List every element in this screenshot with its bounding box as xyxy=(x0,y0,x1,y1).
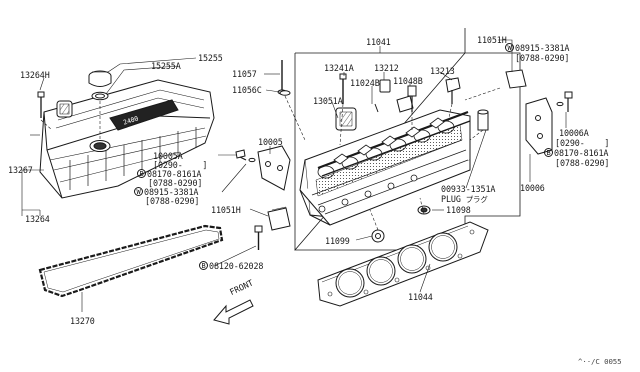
part-label-08170-left-range: [0788-0290] xyxy=(148,178,203,188)
cylinder-head xyxy=(299,107,471,226)
part-label-08170-right-range: [0788-0290] xyxy=(555,158,610,168)
part-label-13264: 13264 xyxy=(25,214,50,224)
washer-w-circle-icon: W xyxy=(505,43,514,52)
bolt-b-circle-icon: B xyxy=(544,148,553,157)
part-label-08915-right-range: [0788-0290] xyxy=(515,53,570,63)
head-small-parts xyxy=(339,73,501,243)
diagram-code: ^··/C 0055 xyxy=(578,357,622,366)
part-label-11044: 11044 xyxy=(408,292,433,302)
right-small-parts xyxy=(505,69,573,155)
part-label-11099: 11099 xyxy=(325,236,350,246)
part-label-10005: 10005 xyxy=(258,137,283,147)
cylinder-head-frame xyxy=(294,28,521,251)
part-label-13264h: 13264H xyxy=(20,70,50,80)
part-number-08170-right: 08170-8161A xyxy=(554,148,609,158)
part-number-08120: 08120-62028 xyxy=(209,261,264,271)
part-label-13267: 13267 xyxy=(8,165,33,175)
part-label-11056c: 11056C xyxy=(232,85,262,95)
part-label-00933: 00933-1351A xyxy=(441,184,496,194)
leader-lines xyxy=(21,39,567,312)
part-number-08915-left: 08915-3381A xyxy=(144,187,199,197)
left-small-parts xyxy=(235,60,306,250)
part-label-plug: PLUG プラグ xyxy=(441,194,488,205)
washer-w-circle-icon: W xyxy=(134,187,143,196)
part-label-11051h-left: 11051H xyxy=(211,205,241,215)
part-label-11098: 11098 xyxy=(446,205,471,215)
part-label-13212: 13212 xyxy=(374,63,399,73)
part-label-15255: 15255 xyxy=(198,53,223,63)
part-label-11024b: 11024B xyxy=(350,78,380,88)
plug-label: PLUG xyxy=(441,194,461,204)
part-label-10006a: 10006A xyxy=(559,128,589,138)
part-label-08915-left-range: [0788-0290] xyxy=(145,196,200,206)
valve-cover-gasket xyxy=(38,224,224,298)
plug-label-jp: プラグ xyxy=(465,195,488,204)
part-label-15255a: 15255A xyxy=(151,61,181,71)
part-label-11057: 11057 xyxy=(232,69,257,79)
part-label-10006: 10006 xyxy=(520,183,545,193)
part-number-08170-left: 08170-8161A xyxy=(147,169,202,179)
part-label-13213: 13213 xyxy=(430,66,455,76)
part-label-10006a-range: [0290- ] xyxy=(555,138,610,148)
part-label-13051a: 13051A xyxy=(313,96,343,106)
part-label-13241a: 13241A xyxy=(324,63,354,73)
head-gasket xyxy=(317,221,489,307)
part-label-11041: 11041 xyxy=(366,37,391,47)
part-label-10005a-range: [0290- ] xyxy=(153,160,208,170)
front-arrow xyxy=(213,299,254,325)
part-label-13270: 13270 xyxy=(70,316,95,326)
bolt-b-circle-icon: B xyxy=(199,261,208,270)
part-label-10005a: 10005A xyxy=(153,151,183,161)
part-label-11048b: 11048B xyxy=(393,76,423,86)
part-number-08915-right: 08915-3381A xyxy=(515,43,570,53)
valve-cover xyxy=(37,70,215,199)
bolt-b-circle-icon: B xyxy=(137,169,146,178)
part-label-11051h-right: 11051H xyxy=(477,35,507,45)
